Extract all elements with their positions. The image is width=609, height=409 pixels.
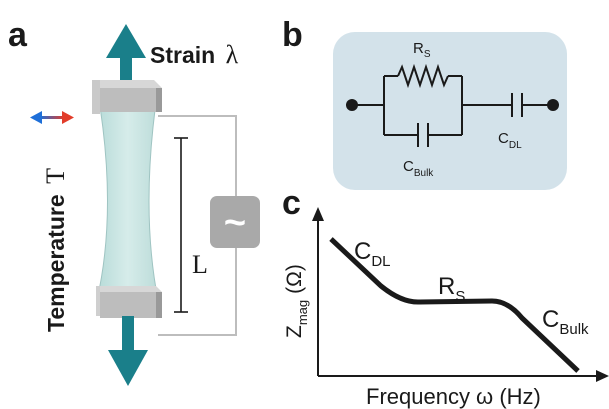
plot-axes <box>317 219 598 377</box>
panel-letter-a: a <box>8 16 28 54</box>
temperature-arrow <box>30 111 74 124</box>
curve-label-cdl: CDL <box>354 238 391 270</box>
panel-c: c CDL RS CBulk Zmag(Ω) Frequency ω (Hz) <box>282 184 609 409</box>
temperature-label: Temperature T <box>41 168 70 332</box>
strain-arrow-bottom <box>108 316 148 386</box>
length-marker <box>174 137 188 313</box>
top-clamp <box>92 80 162 114</box>
terminal-right <box>547 99 559 111</box>
panel-a: a Strain λ <box>8 16 260 386</box>
dl-capacitor-label: CDL <box>498 130 522 151</box>
impedance-curve <box>329 237 580 373</box>
panel-b: b RS CBulk CDL <box>282 16 567 190</box>
bottom-clamp <box>96 286 162 318</box>
resistor-label: RS <box>413 40 431 60</box>
ac-source: ~ <box>210 196 260 248</box>
y-axis-arrowhead <box>312 207 324 221</box>
curve-label-rs: RS <box>438 273 465 305</box>
bulk-capacitor-label: CBulk <box>403 158 434 179</box>
x-axis-label: Frequency ω (Hz) <box>366 384 541 409</box>
terminal-left <box>346 99 358 111</box>
strain-label: Strain λ <box>150 40 239 69</box>
y-axis-label: Zmag(Ω) <box>283 264 310 338</box>
circuit-box <box>333 32 567 190</box>
ac-source-symbol: ~ <box>224 202 246 244</box>
x-axis-arrowhead <box>596 370 609 382</box>
measurement-wire <box>158 115 237 336</box>
curve-label-cbulk: CBulk <box>542 306 589 338</box>
panel-letter-b: b <box>282 16 303 54</box>
panel-letter-c: c <box>282 184 301 222</box>
length-label: L <box>192 250 208 279</box>
strained-film <box>96 87 159 301</box>
